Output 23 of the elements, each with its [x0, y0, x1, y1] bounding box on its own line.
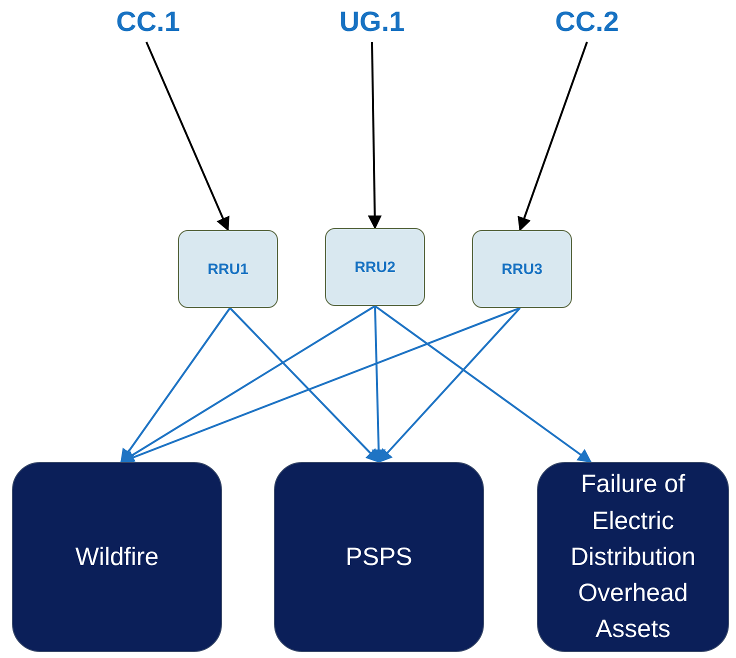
node-label: UG.1 [332, 2, 412, 42]
outcome-box [12, 462, 222, 652]
outcome-box [274, 462, 484, 652]
arrow [368, 42, 382, 230]
process-box [472, 230, 572, 308]
box-label: PSPS [346, 542, 412, 573]
box-label: Failure of Electric Distribution Overhead Assets [569, 469, 697, 646]
arrow [518, 42, 588, 232]
box-label: RRU2 [354, 258, 396, 276]
node-label: CC.2 [547, 2, 627, 42]
arrow [120, 307, 520, 464]
box-label: RRU3 [502, 260, 542, 278]
arrow [374, 305, 592, 463]
box-label: RRU1 [208, 260, 248, 278]
node-label: CC.1 [108, 2, 188, 42]
box-label: Wildfire [75, 542, 159, 573]
arrow [145, 42, 230, 232]
arrow [229, 307, 380, 463]
outcome-box [537, 462, 729, 652]
process-box [178, 230, 278, 308]
arrow [120, 307, 231, 464]
arrow [378, 307, 521, 464]
process-box [325, 228, 425, 306]
